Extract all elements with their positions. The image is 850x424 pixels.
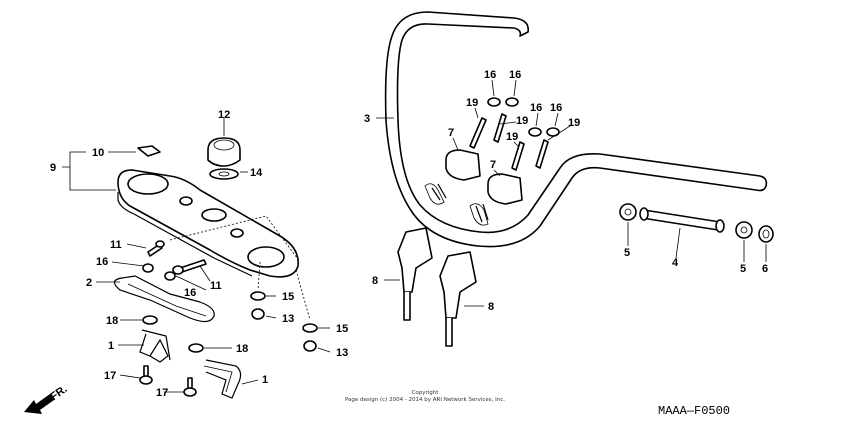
- callout-2: 2: [86, 277, 92, 289]
- riser-part-8-b[interactable]: [439, 251, 477, 347]
- callout-5-b: 5: [740, 263, 746, 275]
- callout-17-a: 17: [104, 370, 116, 382]
- callout-11-a: 11: [110, 239, 122, 251]
- holder-part-7-b[interactable]: [487, 173, 523, 205]
- callout-7-a: 7: [448, 127, 454, 139]
- callout-17-b: 17: [156, 387, 168, 399]
- weight-shaft-part-4[interactable]: [639, 207, 725, 233]
- cap-part-12[interactable]: [207, 137, 241, 167]
- callout-19-d: 19: [568, 117, 580, 129]
- callout-5-a: 5: [624, 247, 630, 259]
- clamp-part-1-a[interactable]: [139, 329, 171, 363]
- callout-19-a: 19: [466, 97, 478, 109]
- cap-part-16-c[interactable]: [487, 97, 501, 107]
- leader-lines: [62, 79, 767, 393]
- callout-1-b: 1: [262, 374, 268, 386]
- washer-part-14[interactable]: [209, 168, 239, 180]
- callout-16-d: 16: [509, 69, 521, 81]
- callout-4: 4: [672, 257, 679, 269]
- callout-3: 3: [364, 113, 370, 125]
- washer-part-18-a[interactable]: [142, 315, 158, 325]
- callout-15-b: 15: [336, 323, 348, 335]
- washer-part-15-a[interactable]: [250, 291, 266, 301]
- screw-part-17-a[interactable]: [139, 365, 153, 385]
- clamp-part-1-b[interactable]: [203, 359, 242, 399]
- weight-part-5-b[interactable]: [735, 221, 753, 239]
- callout-12: 12: [218, 109, 230, 121]
- callout-16-a: 16: [96, 256, 108, 268]
- callout-11-b: 11: [210, 280, 222, 292]
- callout-10: 10: [92, 147, 104, 159]
- cap-part-16-f[interactable]: [546, 127, 560, 137]
- callout-7-b: 7: [490, 159, 496, 171]
- callout-15-a: 15: [282, 291, 294, 303]
- handlebar-part[interactable]: [384, 11, 768, 248]
- bolt-part-11-b[interactable]: [172, 259, 207, 275]
- bolt-part-19-a[interactable]: [469, 117, 487, 149]
- callout-6: 6: [762, 263, 768, 275]
- wire-clip-part-2[interactable]: [113, 275, 215, 323]
- nut-part-13-b[interactable]: [303, 340, 317, 352]
- cap-part-16-d[interactable]: [505, 97, 519, 107]
- callout-16-c: 16: [484, 69, 496, 81]
- bolt-part-19-b[interactable]: [493, 113, 507, 143]
- callout-18-b: 18: [236, 343, 248, 355]
- bolt-part-19-c[interactable]: [511, 141, 525, 171]
- bolt-part-19-d[interactable]: [535, 139, 549, 169]
- callout-8-a: 8: [372, 275, 378, 287]
- callout-16-e: 16: [530, 102, 542, 114]
- top-bridge-part[interactable]: [117, 169, 299, 278]
- riser-part-8-a[interactable]: [397, 227, 433, 321]
- callout-1-a: 1: [108, 340, 114, 352]
- copyright-line-2: Page design (c) 2004 - 2014 by ARI Netwo…: [345, 397, 505, 403]
- cap-part-16-e[interactable]: [528, 127, 542, 137]
- callout-14: 14: [250, 167, 263, 179]
- diagram-code: MAAA—F0500: [658, 404, 730, 418]
- callout-16-f: 16: [550, 102, 562, 114]
- callout-16-b: 16: [184, 287, 196, 299]
- callout-19-c: 19: [506, 131, 518, 143]
- nut-part-16-b[interactable]: [164, 271, 176, 281]
- collar-part-6[interactable]: [758, 225, 774, 243]
- callout-13-a: 13: [282, 313, 294, 325]
- callout-18-a: 18: [106, 315, 118, 327]
- callout-8-b: 8: [488, 301, 494, 313]
- nut-part-13-a[interactable]: [251, 308, 265, 320]
- screw-part-17-b[interactable]: [183, 377, 197, 397]
- callout-9: 9: [50, 162, 56, 174]
- callout-19-b: 19: [516, 115, 528, 127]
- washer-part-15-b[interactable]: [302, 323, 318, 333]
- washer-part-18-b[interactable]: [188, 343, 204, 353]
- nut-part-16-a[interactable]: [142, 263, 154, 273]
- pad-part-10[interactable]: [137, 145, 161, 157]
- holder-part-7-a[interactable]: [445, 149, 481, 181]
- weight-part-5-a[interactable]: [619, 203, 637, 221]
- callout-13-b: 13: [336, 347, 348, 359]
- bolt-part-11-a[interactable]: [147, 240, 165, 257]
- copyright-line-1: Copyright: [412, 390, 440, 396]
- front-direction-arrow-icon: [24, 394, 54, 414]
